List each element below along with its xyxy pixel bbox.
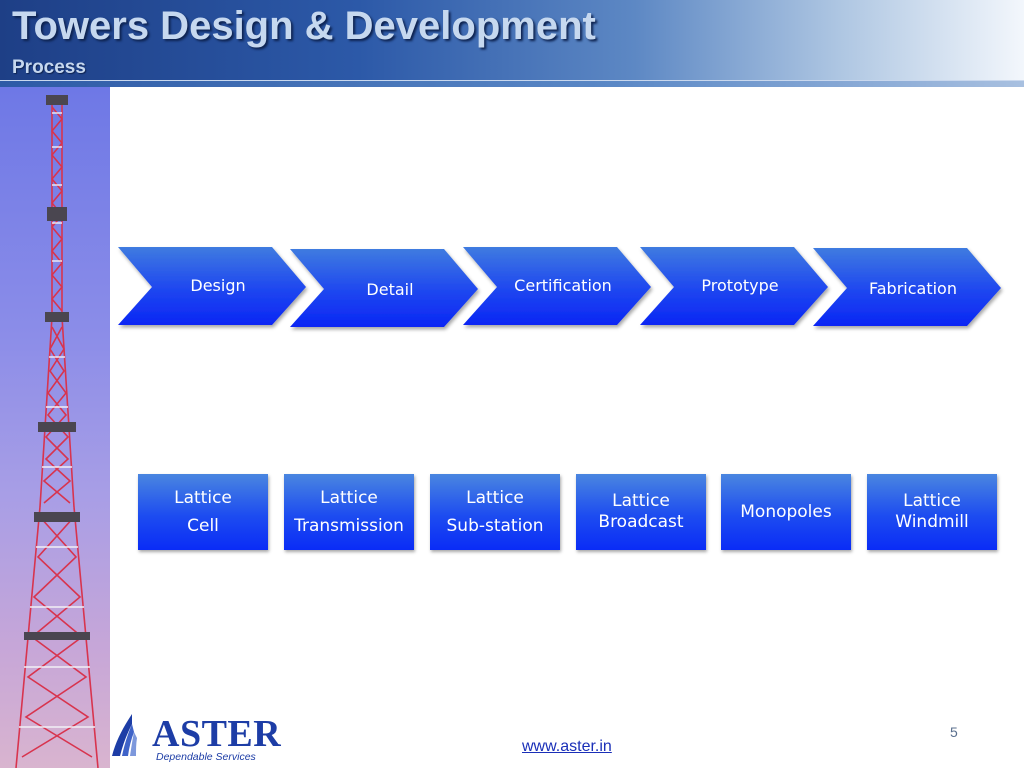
process-step-label: Detail [366, 279, 414, 299]
header-divider [0, 80, 1024, 87]
tower-type-box: Lattice Transmission [284, 474, 414, 550]
tower-type-box: Lattice Broadcast [576, 474, 706, 550]
tower-type-line1: Lattice [320, 488, 378, 508]
tower-type-line2: Transmission [294, 516, 404, 536]
tower-type-line2: Windmill [895, 512, 969, 532]
logo-tagline: Dependable Services [156, 751, 256, 763]
process-step-label: Design [190, 275, 246, 295]
slide-subtitle: Process [12, 57, 86, 78]
tower-type-box: Monopoles [721, 474, 851, 550]
process-step-label: Prototype [701, 275, 779, 295]
tower-type-line1: Lattice [466, 488, 524, 508]
tower-type-box: Lattice Sub-station [430, 474, 560, 550]
title-bar: Towers Design & Development Process [0, 0, 1024, 80]
tower-type-line2: Cell [187, 516, 219, 536]
logo-wordmark: ASTER [152, 713, 282, 755]
tower-type-line1: Lattice [903, 491, 961, 511]
tower-type-box: Lattice Windmill [867, 474, 997, 550]
process-step: Prototype [640, 247, 834, 327]
tower-type-box: Lattice Cell [138, 474, 268, 550]
tower-type-line2: Sub-station [446, 516, 544, 536]
process-step: Certification [463, 247, 657, 327]
website-link[interactable]: www.aster.in [522, 738, 612, 755]
tower-type-line2: Broadcast [598, 512, 684, 532]
tower-photo [0, 87, 110, 768]
page-number: 5 [950, 724, 958, 740]
process-step-label: Certification [514, 275, 612, 295]
slide-title: Towers Design & Development [12, 4, 596, 48]
tower-type-line1: Lattice [174, 488, 232, 508]
process-step: Detail [290, 249, 484, 329]
company-logo: ASTER Dependable Services [110, 710, 282, 766]
process-step: Fabrication [813, 248, 1007, 328]
process-step: Design [118, 247, 312, 327]
process-step-label: Fabrication [869, 278, 957, 298]
logo-mark-icon [112, 714, 137, 756]
tower-type-line1: Lattice [612, 491, 670, 511]
tower-type-line1: Monopoles [740, 502, 832, 522]
